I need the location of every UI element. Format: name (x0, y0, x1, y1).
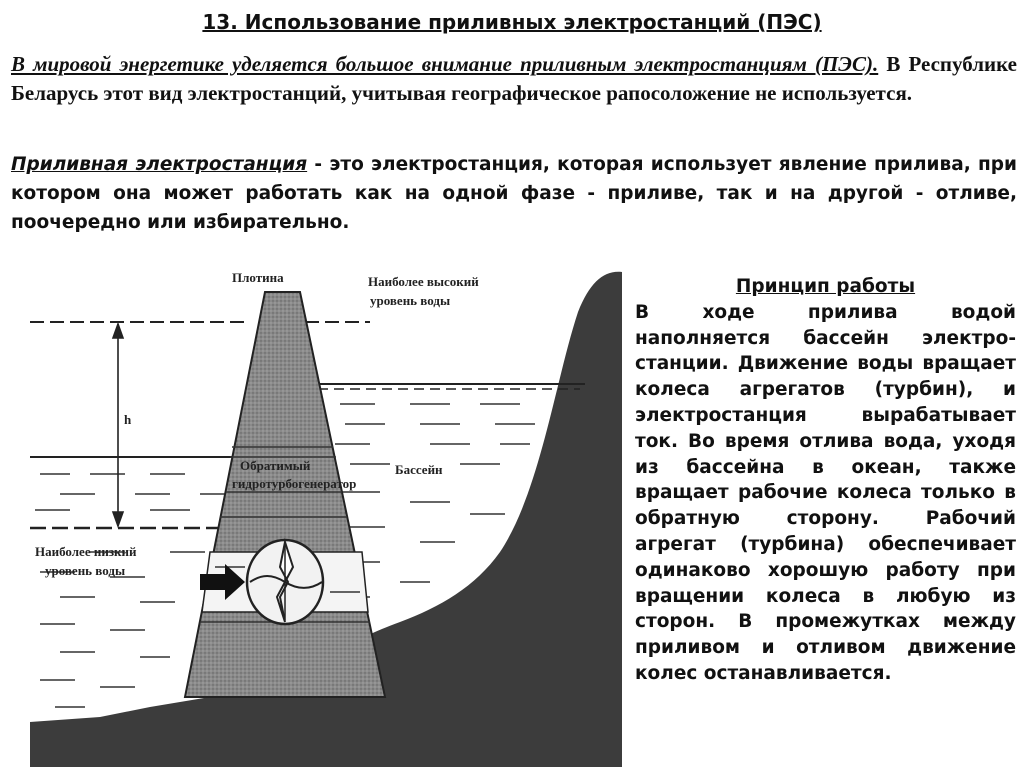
basin-water-hatching (335, 403, 535, 598)
dam-label: Плотина (232, 270, 284, 285)
principle-section: Принцип работы В ходе прилива водой напо… (635, 274, 1016, 687)
flow-arrow-icon (200, 564, 245, 600)
turbine-icon (245, 538, 325, 626)
sea-water-hatching (35, 473, 230, 708)
low-water-label-2: уровень воды (45, 563, 125, 578)
seabed-shape (30, 271, 622, 767)
high-water-label-2: уровень воды (370, 293, 450, 308)
generator-label-2: гидротурбогенератор (232, 476, 356, 491)
basin-label: Бассейн (395, 462, 443, 477)
low-water-label-1: Наиболее низкий (35, 544, 137, 559)
intro-paragraph: В мировой энергетике уделяется большое в… (11, 50, 1017, 108)
generator-label-1: Обратимый (240, 458, 311, 473)
definition-text: - это электростанция, которая использует… (11, 154, 1017, 233)
definition-term: Приливная электростанция (11, 154, 308, 175)
h-label: h (124, 412, 132, 427)
high-water-label-1: Наиболее высокий (368, 274, 479, 289)
diagram-svg: h Плотина Наиболее высокий уровень воды … (30, 270, 622, 767)
tidal-plant-diagram: h Плотина Наиболее высокий уровень воды … (0, 252, 622, 767)
principle-body: В ходе прилива водой наполняется бассейн… (635, 301, 1016, 684)
principle-heading: Принцип работы (735, 276, 916, 297)
height-dimension (111, 321, 125, 529)
page-title: 13. Использование приливных электростанц… (202, 10, 822, 34)
intro-lead: В мировой энергетике уделяется большое в… (11, 52, 879, 76)
intro-rest: В Республике Беларусь этот вид электрост… (11, 52, 1017, 105)
definition-paragraph: Приливная электростанция - это электрост… (11, 150, 1017, 237)
